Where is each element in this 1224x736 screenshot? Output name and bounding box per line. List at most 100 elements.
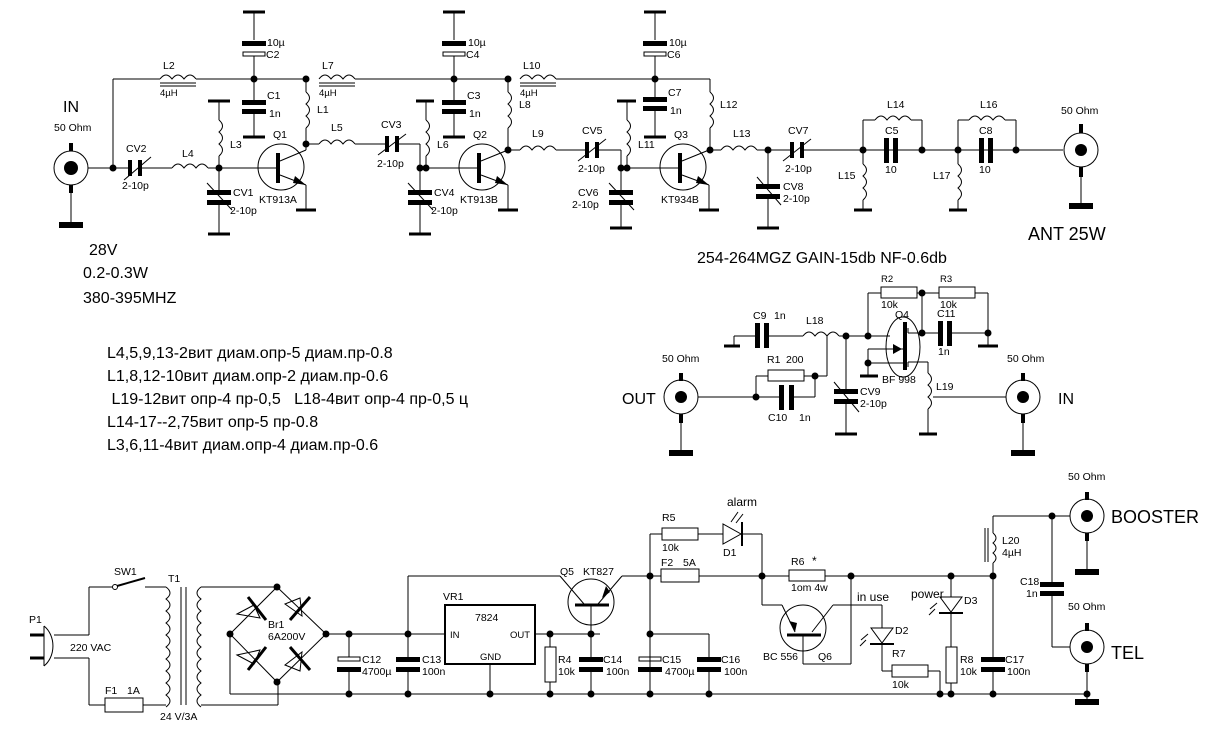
label-D1: D1 [723, 547, 737, 559]
coil-note: L3,6,11-4вит диам.опр-4 диам.пр-0.6 [107, 437, 378, 454]
label-Q2: Q2 [473, 129, 487, 141]
label-L15: L15 [838, 170, 856, 182]
value-C5: 10 [885, 164, 897, 176]
value-C2: 10µ [267, 37, 285, 49]
label-Q4: Q4 [895, 309, 909, 321]
value-C8: 10 [979, 164, 991, 176]
label-in-use: in use [857, 590, 889, 604]
label-L11: L11 [638, 139, 655, 151]
label-F1: F1 [105, 685, 117, 697]
value-F1: 1A [127, 685, 140, 697]
value-Q2: KT913B [460, 194, 498, 206]
value-L7: 4µH [319, 88, 337, 99]
input-connector[interactable] [53, 143, 89, 228]
label-C14: C14 [603, 654, 622, 666]
label-L14: L14 [887, 99, 905, 111]
value-CV6: 2-10p [572, 199, 599, 211]
switch-SW1[interactable] [116, 577, 146, 587]
value-C1: 1n [269, 108, 281, 120]
coil-note: L14-17--2,75вит опр-5 пр-0.8 [107, 414, 318, 431]
value-T1: 24 V/3A [160, 711, 197, 723]
label-CV2: CV2 [126, 143, 147, 155]
label-L8: L8 [519, 99, 531, 111]
value-C18: 1n [1026, 588, 1038, 600]
label-CV7: CV7 [788, 125, 809, 137]
label-C12: C12 [362, 654, 381, 666]
label-Q5: Q5 [560, 566, 574, 578]
coil-notes: L4,5,9,13-2вит диам.опр-5 диам.пр-0.8 L1… [107, 345, 468, 454]
label-C5: C5 [885, 125, 899, 137]
value-L2: 4µH [160, 88, 178, 99]
fuse-F2 [660, 568, 700, 583]
label-power: power [911, 587, 944, 601]
label-SW1: SW1 [114, 566, 137, 578]
value-C6: 10µ [669, 37, 687, 49]
antenna-connector[interactable] [1063, 124, 1099, 209]
value-C4: 10µ [468, 37, 486, 49]
value-P1: 220 VAC [70, 642, 112, 654]
bridge-rectifier-Br1 [226, 583, 330, 686]
label-L3: L3 [230, 139, 242, 151]
value-VR1: 7824 [475, 612, 499, 624]
coil-note: L4,5,9,13-2вит диам.опр-5 диам.пр-0.8 [107, 345, 393, 362]
value-Q3: KT934B [661, 194, 699, 206]
label-L1: L1 [317, 104, 329, 116]
label-L7: L7 [322, 60, 334, 72]
ant-impedance: 50 Ohm [1061, 105, 1099, 117]
value-R1: 200 [786, 354, 804, 366]
value-R3: 10k [940, 299, 958, 311]
value-R4: 10k [558, 666, 576, 678]
label-P1: P1 [29, 614, 42, 626]
tel-connector[interactable] [1069, 623, 1105, 705]
label-R4: R4 [558, 654, 572, 666]
amp-in-impedance: 50 Ohm [54, 122, 92, 134]
label-R8: R8 [960, 654, 974, 666]
inductor-L2 [159, 74, 197, 80]
mosfet-Q4 [860, 316, 928, 378]
label-C17: C17 [1005, 654, 1024, 666]
label-L4: L4 [182, 148, 194, 160]
lna-out-connector[interactable] [663, 373, 699, 456]
value-Q1: KT913A [259, 194, 297, 206]
label-R3: R3 [940, 274, 952, 285]
ant-label: ANT 25W [1028, 224, 1106, 244]
label-CV9: CV9 [860, 386, 881, 398]
label-C6: C6 [667, 49, 681, 61]
lna-specs: 254-264MGZ GAIN-15db NF-0.6db [697, 250, 947, 267]
value-R7: 10k [892, 679, 910, 691]
label-CV5: CV5 [582, 125, 603, 137]
label-CV6: CV6 [578, 187, 599, 199]
label-L2: L2 [163, 60, 175, 72]
label-C7: C7 [668, 87, 682, 99]
label-C4: C4 [466, 49, 480, 61]
label-CV1: CV1 [233, 187, 254, 199]
label-R7: R7 [892, 648, 906, 660]
value-Q6: BC 556 [763, 651, 798, 663]
label-alarm: alarm [727, 495, 757, 509]
led-D3 [939, 596, 963, 613]
label-R5: R5 [662, 512, 676, 524]
label-L18: L18 [806, 315, 824, 327]
spec-voltage: 28V [89, 242, 118, 259]
booster-connector[interactable] [1069, 492, 1105, 575]
label-L10: L10 [523, 60, 541, 72]
tel-impedance: 50 Ohm [1068, 601, 1106, 613]
value-R8: 10k [960, 666, 978, 678]
value-CV1: 2-10p [230, 205, 257, 217]
value-Q4: BF 998 [882, 374, 916, 386]
value-R2: 10k [881, 299, 899, 311]
value-CV8: 2-10p [783, 193, 810, 205]
lna-in-connector[interactable] [1005, 373, 1041, 456]
value-L10: 4µH [520, 88, 538, 99]
plug-P1[interactable] [30, 625, 54, 667]
label-C10: C10 [768, 412, 787, 424]
label-D3: D3 [964, 595, 978, 607]
tel-label: TEL [1111, 643, 1144, 663]
label-CV3: CV3 [381, 119, 402, 131]
lna-out-impedance: 50 Ohm [662, 353, 700, 365]
value-C9: 1n [774, 310, 786, 322]
vr1-out-pin: OUT [510, 630, 530, 641]
value-C7: 1n [670, 105, 682, 117]
value-C11: 1n [938, 346, 950, 358]
